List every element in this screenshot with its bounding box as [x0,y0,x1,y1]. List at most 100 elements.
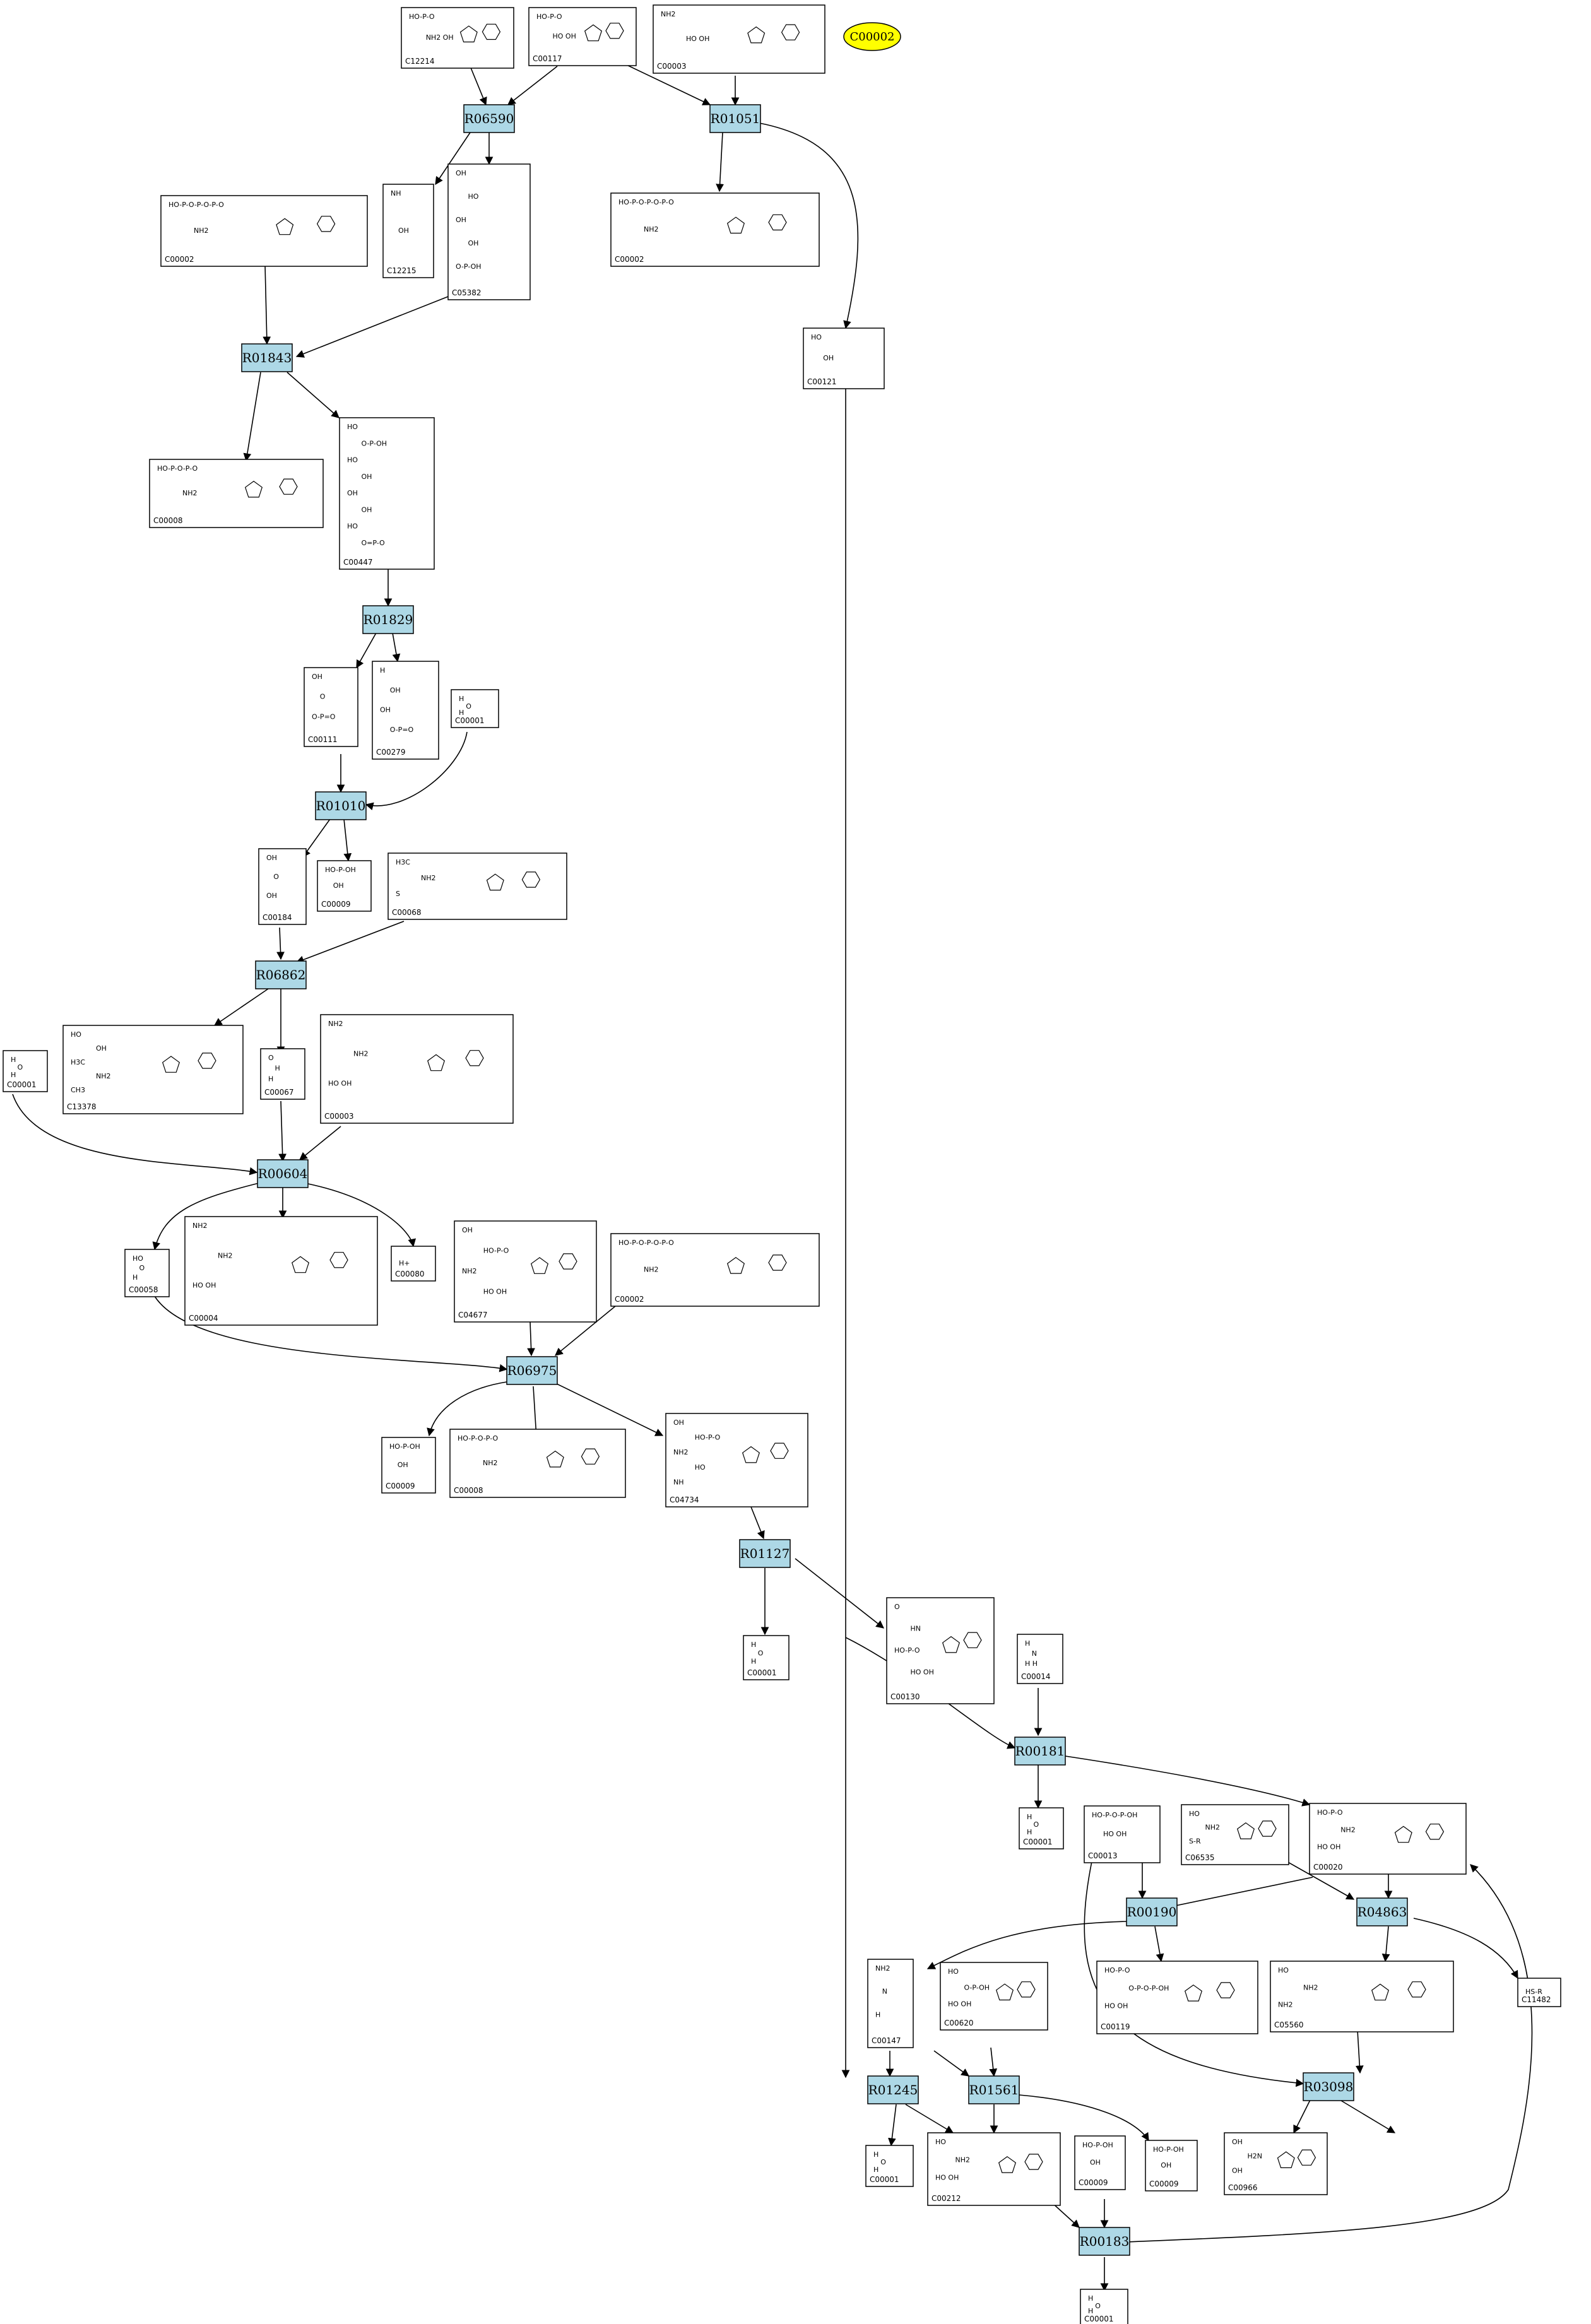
structure-fragment: O-P=O [312,712,336,721]
highlight-oval-shape[interactable] [843,22,901,51]
reaction-node-box[interactable] [1079,2227,1130,2256]
reaction-node-r01245[interactable]: R01245 [867,2075,919,2104]
reaction-node-box[interactable] [709,104,761,133]
reaction-node-box[interactable] [241,343,293,372]
reaction-node-box[interactable] [1356,1897,1408,1926]
reaction-node-r00183[interactable]: R00183 [1079,2227,1130,2256]
reaction-node-r01843[interactable]: R01843 [241,343,293,372]
reaction-node-r06975[interactable]: R06975 [506,1356,558,1385]
reaction-node-r00604[interactable]: R00604 [257,1159,309,1188]
reaction-node-box[interactable] [255,960,307,989]
ring-glyph [329,1252,348,1268]
reaction-node-box[interactable] [362,605,414,634]
reaction-node-r04863[interactable]: R04863 [1356,1897,1408,1926]
reaction-node-box[interactable] [315,791,367,820]
structure-fragment: H [1027,1813,1032,1821]
reaction-node-box[interactable] [968,2075,1020,2104]
reaction-node-box[interactable] [1303,2072,1354,2101]
reaction-node-box[interactable] [1014,1737,1066,1766]
reaction-node-r00181[interactable]: R00181 [1014,1737,1066,1766]
structure-fragment: OH [347,489,358,497]
reaction-node-r06590[interactable]: R06590 [463,104,515,133]
structure-fragment: NH [673,1478,684,1486]
reaction-node-box[interactable] [506,1356,558,1385]
structure-fragment: HO-P-OH [389,1442,420,1451]
ring-glyph [198,1053,216,1069]
structure-fragment: HO [347,423,358,431]
structure-fragment: H [380,666,385,675]
reaction-node-box[interactable] [867,2075,919,2104]
highlight-oval[interactable]: C00002 [843,22,901,51]
reaction-node-r01010[interactable]: R01010 [315,791,367,820]
reaction-node-r01561[interactable]: R01561 [968,2075,1020,2104]
compound-box[interactable]: H+C00080 [391,1246,436,1282]
structure-fragment: HO-P-O-P-OH [1092,1811,1137,1819]
reaction-node-r01051[interactable]: R01051 [709,104,761,133]
compound-box-frame [610,1233,820,1307]
reaction-node-box[interactable] [1126,1897,1178,1926]
structure-fragment: HO [935,2138,946,2146]
structure-fragment: HO [1278,1966,1289,1974]
reaction-node-box[interactable] [463,104,515,133]
reaction-node-r01829[interactable]: R01829 [362,605,414,634]
ring-glyph [244,480,263,498]
structure-fragment: HO OH [935,2174,959,2182]
structure-fragment: S [396,890,400,898]
reaction-node-r06862[interactable]: R06862 [255,960,307,989]
ring-glyph [1024,2154,1043,2170]
structure-fragment: H [459,709,464,717]
structure-fragment: NH2 [1303,1983,1318,1991]
reaction-node-r00190[interactable]: R00190 [1126,1897,1178,1926]
reaction-node-box[interactable] [257,1159,309,1188]
reaction-node-box[interactable] [739,1539,791,1568]
reaction-node-r03098[interactable]: R03098 [1303,2072,1354,2101]
reaction-node-r01127[interactable]: R01127 [739,1539,791,1568]
